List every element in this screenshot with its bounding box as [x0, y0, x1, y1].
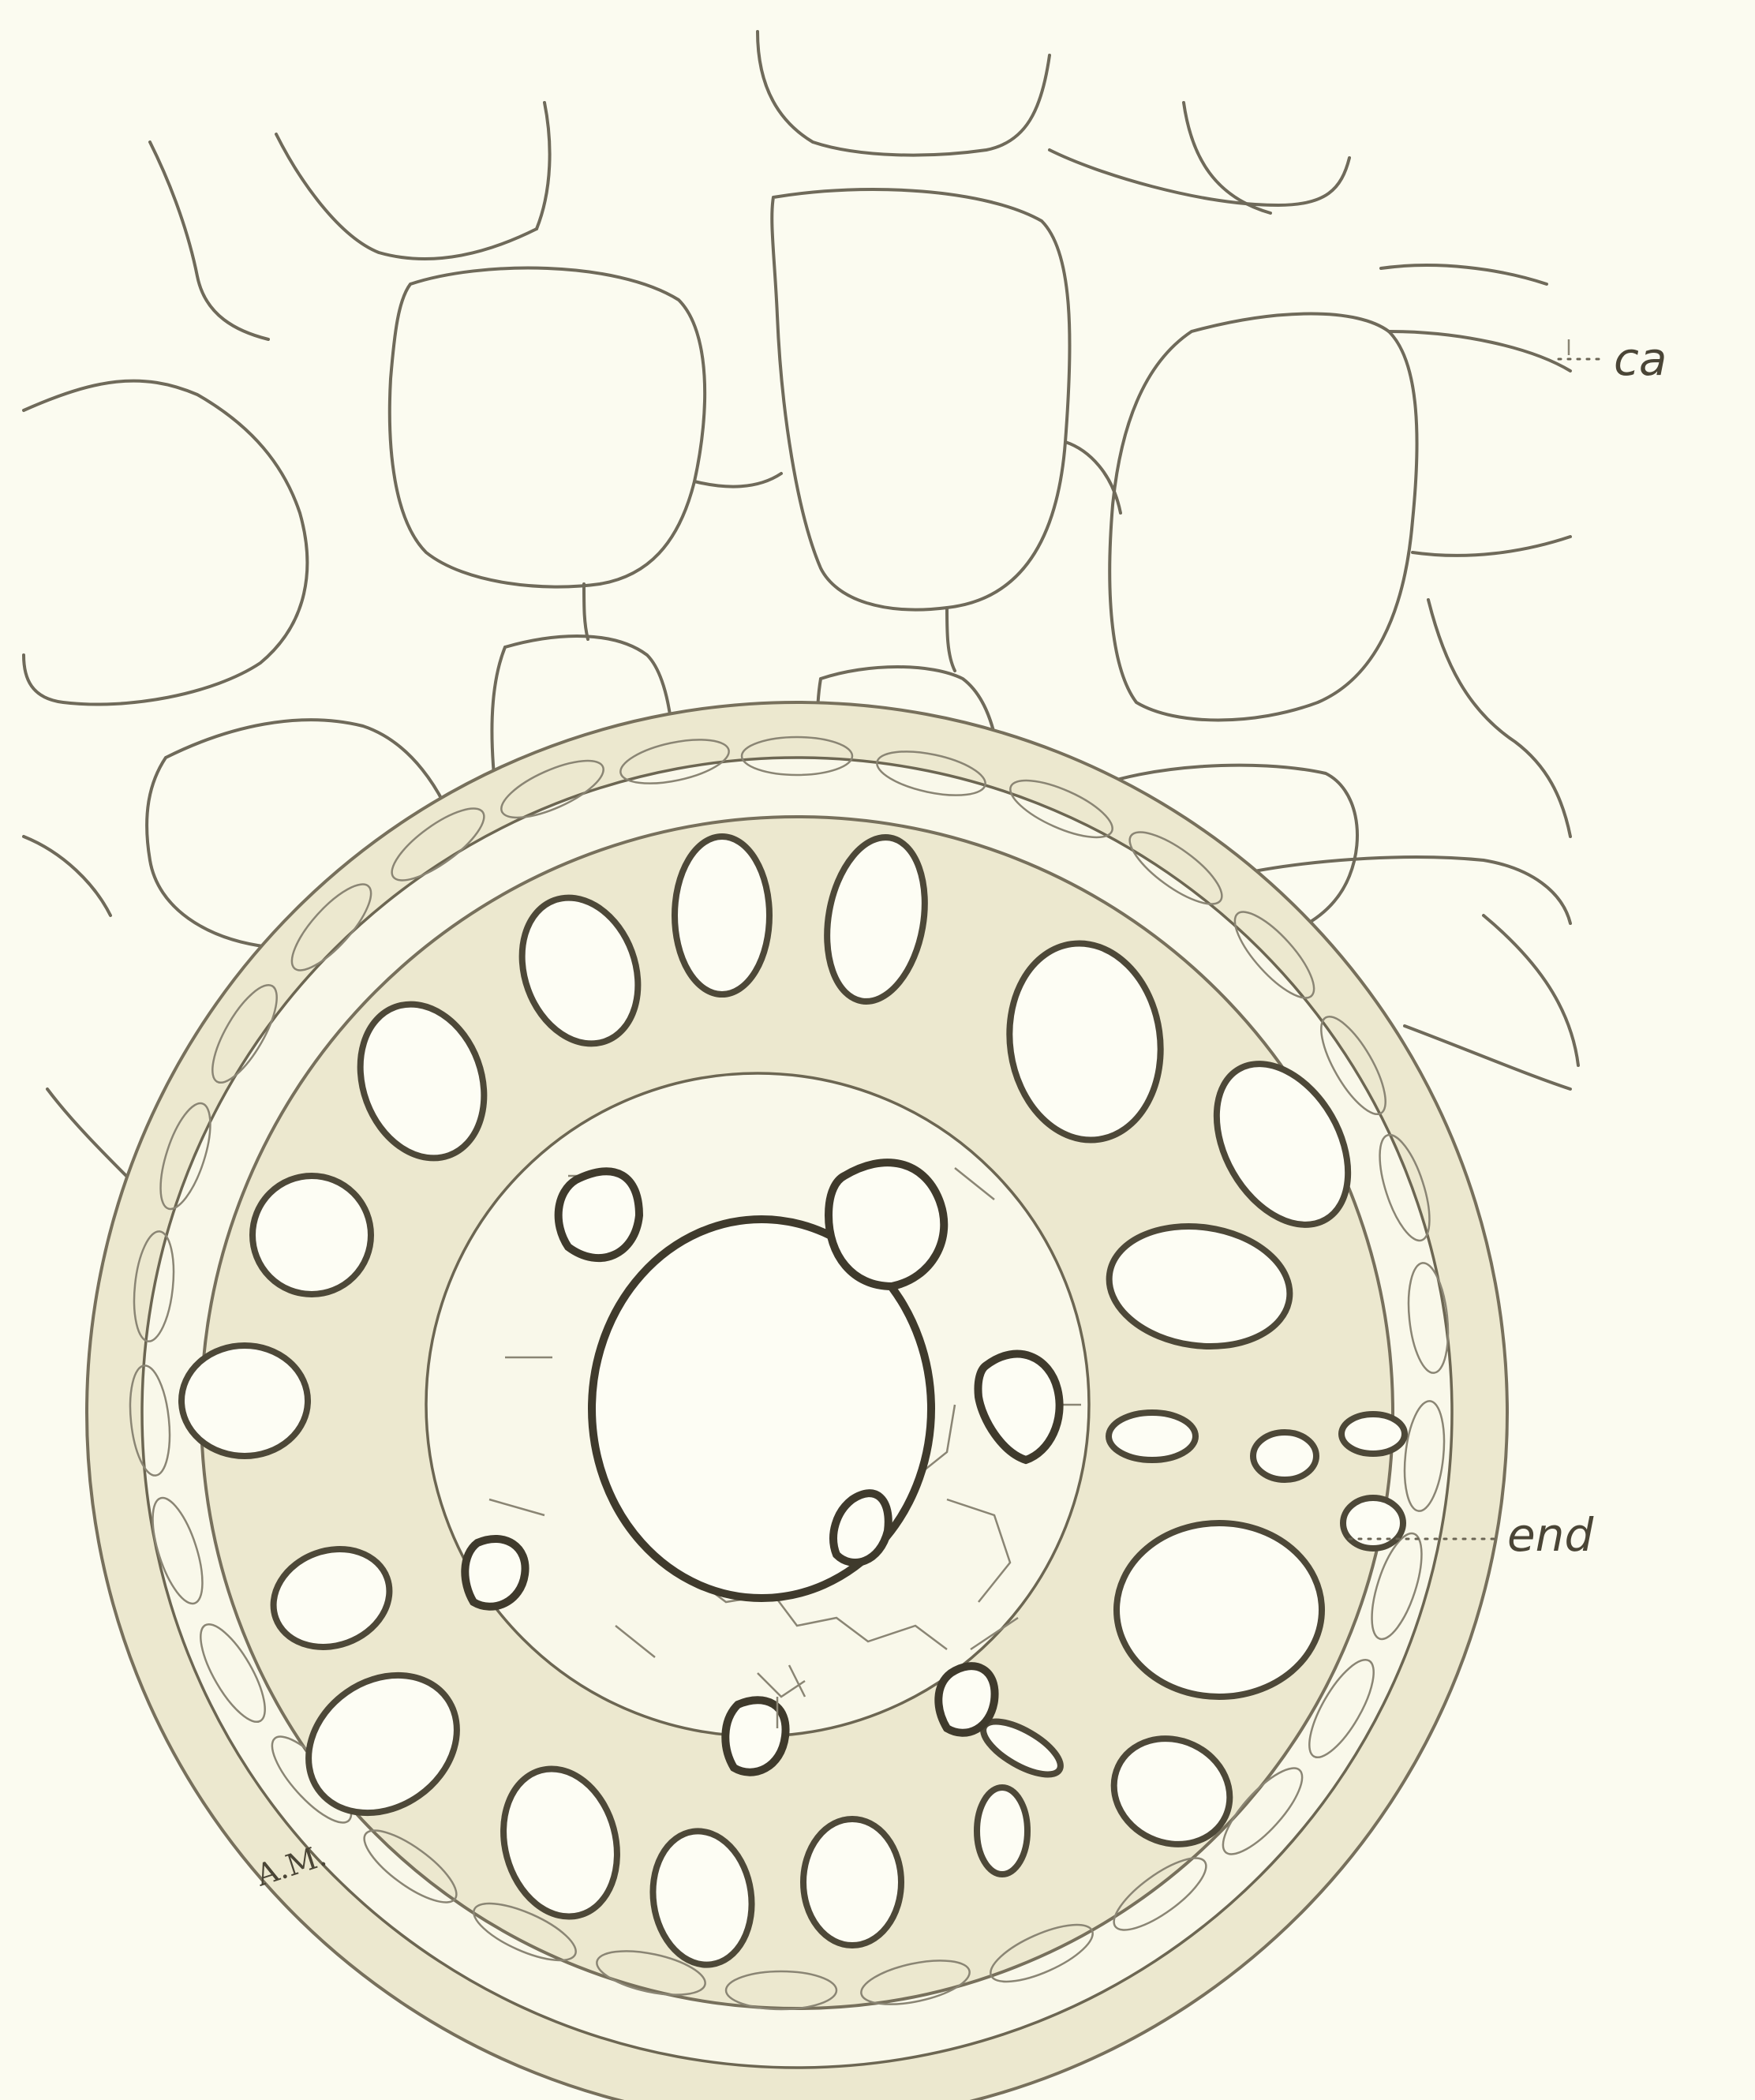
endodermis-label: end — [1507, 1508, 1594, 1562]
vascular-cylinder — [87, 702, 1507, 2100]
cortex-label: ca — [1614, 332, 1667, 386]
